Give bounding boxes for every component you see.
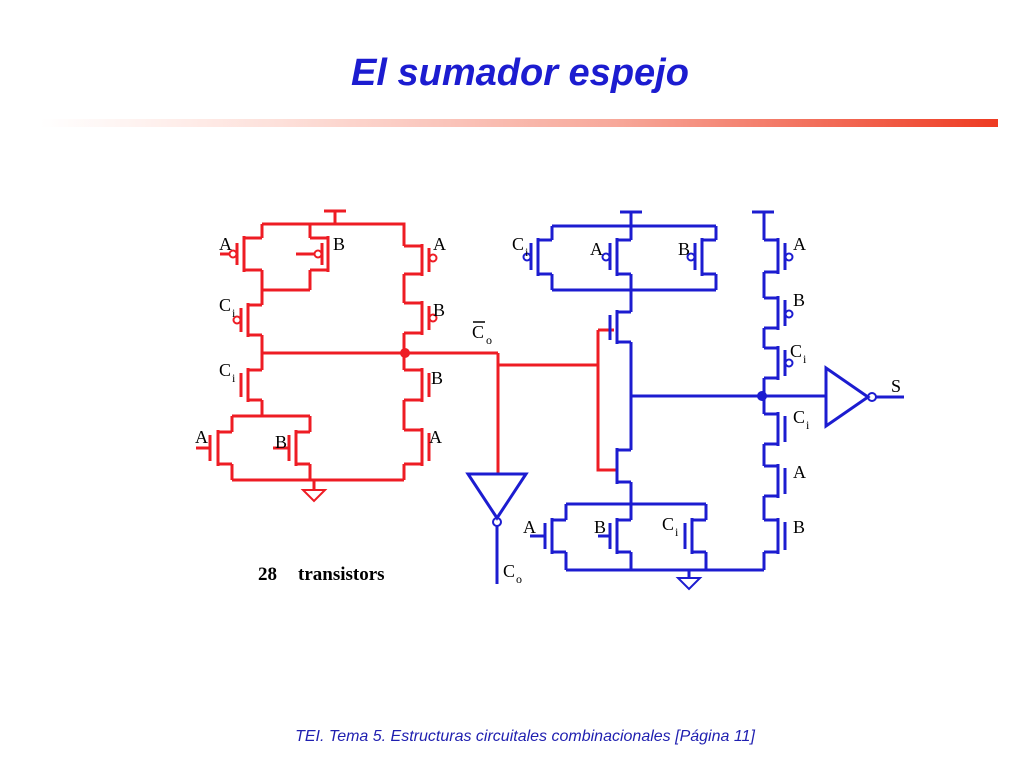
label-a: A <box>429 427 442 447</box>
label-a: A <box>433 234 446 254</box>
co-bar-gate-bus <box>596 330 616 472</box>
label-b: B <box>594 517 606 537</box>
label-b: B <box>433 300 445 320</box>
label-ci-sub: i <box>803 352 807 366</box>
label-a: A <box>590 239 603 259</box>
label-s: S <box>891 376 901 396</box>
carry-generation-stage <box>196 209 616 503</box>
label-ci-sub: i <box>525 245 529 259</box>
label-c: C <box>790 341 802 361</box>
label-c: C <box>512 234 524 254</box>
label-co-sub: o <box>486 333 492 347</box>
title-underline-bar <box>40 119 998 127</box>
sum-generation-stage <box>465 210 904 591</box>
transistor-count-word: transistors <box>298 564 385 585</box>
label-ci-sub: i <box>675 525 679 539</box>
label-b: B <box>793 517 805 537</box>
label-ci-sub: i <box>232 371 236 385</box>
carry-output-inverter <box>465 472 529 521</box>
label-c: C <box>219 360 231 380</box>
ground-symbol <box>300 489 328 503</box>
label-c: C <box>219 295 231 315</box>
label-c: C <box>503 561 515 581</box>
label-b: B <box>431 368 443 388</box>
label-a: A <box>195 427 208 447</box>
label-b: B <box>275 432 287 452</box>
transistor-labels: A B A C i B C o C i B A B A C i A B A B … <box>195 234 901 586</box>
label-b: B <box>333 234 345 254</box>
ground-symbol-sum <box>675 577 703 591</box>
label-b: B <box>678 239 690 259</box>
label-a: A <box>793 462 806 482</box>
label-c: C <box>662 514 674 534</box>
label-a: A <box>523 517 536 537</box>
label-c: C <box>472 322 484 342</box>
label-a: A <box>219 234 232 254</box>
slide-title: El sumador espejo <box>351 52 689 94</box>
transistor-count-number: 28 <box>258 564 277 585</box>
sum-output-inverter <box>824 365 871 429</box>
label-co-sub: o <box>516 572 522 586</box>
label-a: A <box>793 234 806 254</box>
label-ci-sub: i <box>232 306 236 320</box>
slide-footer: TEI. Tema 5. Estructuras circuitales com… <box>295 728 755 745</box>
label-c: C <box>793 407 805 427</box>
label-ci-sub: i <box>806 418 810 432</box>
pmos-a-left-bubble <box>228 249 238 259</box>
label-b: B <box>793 290 805 310</box>
